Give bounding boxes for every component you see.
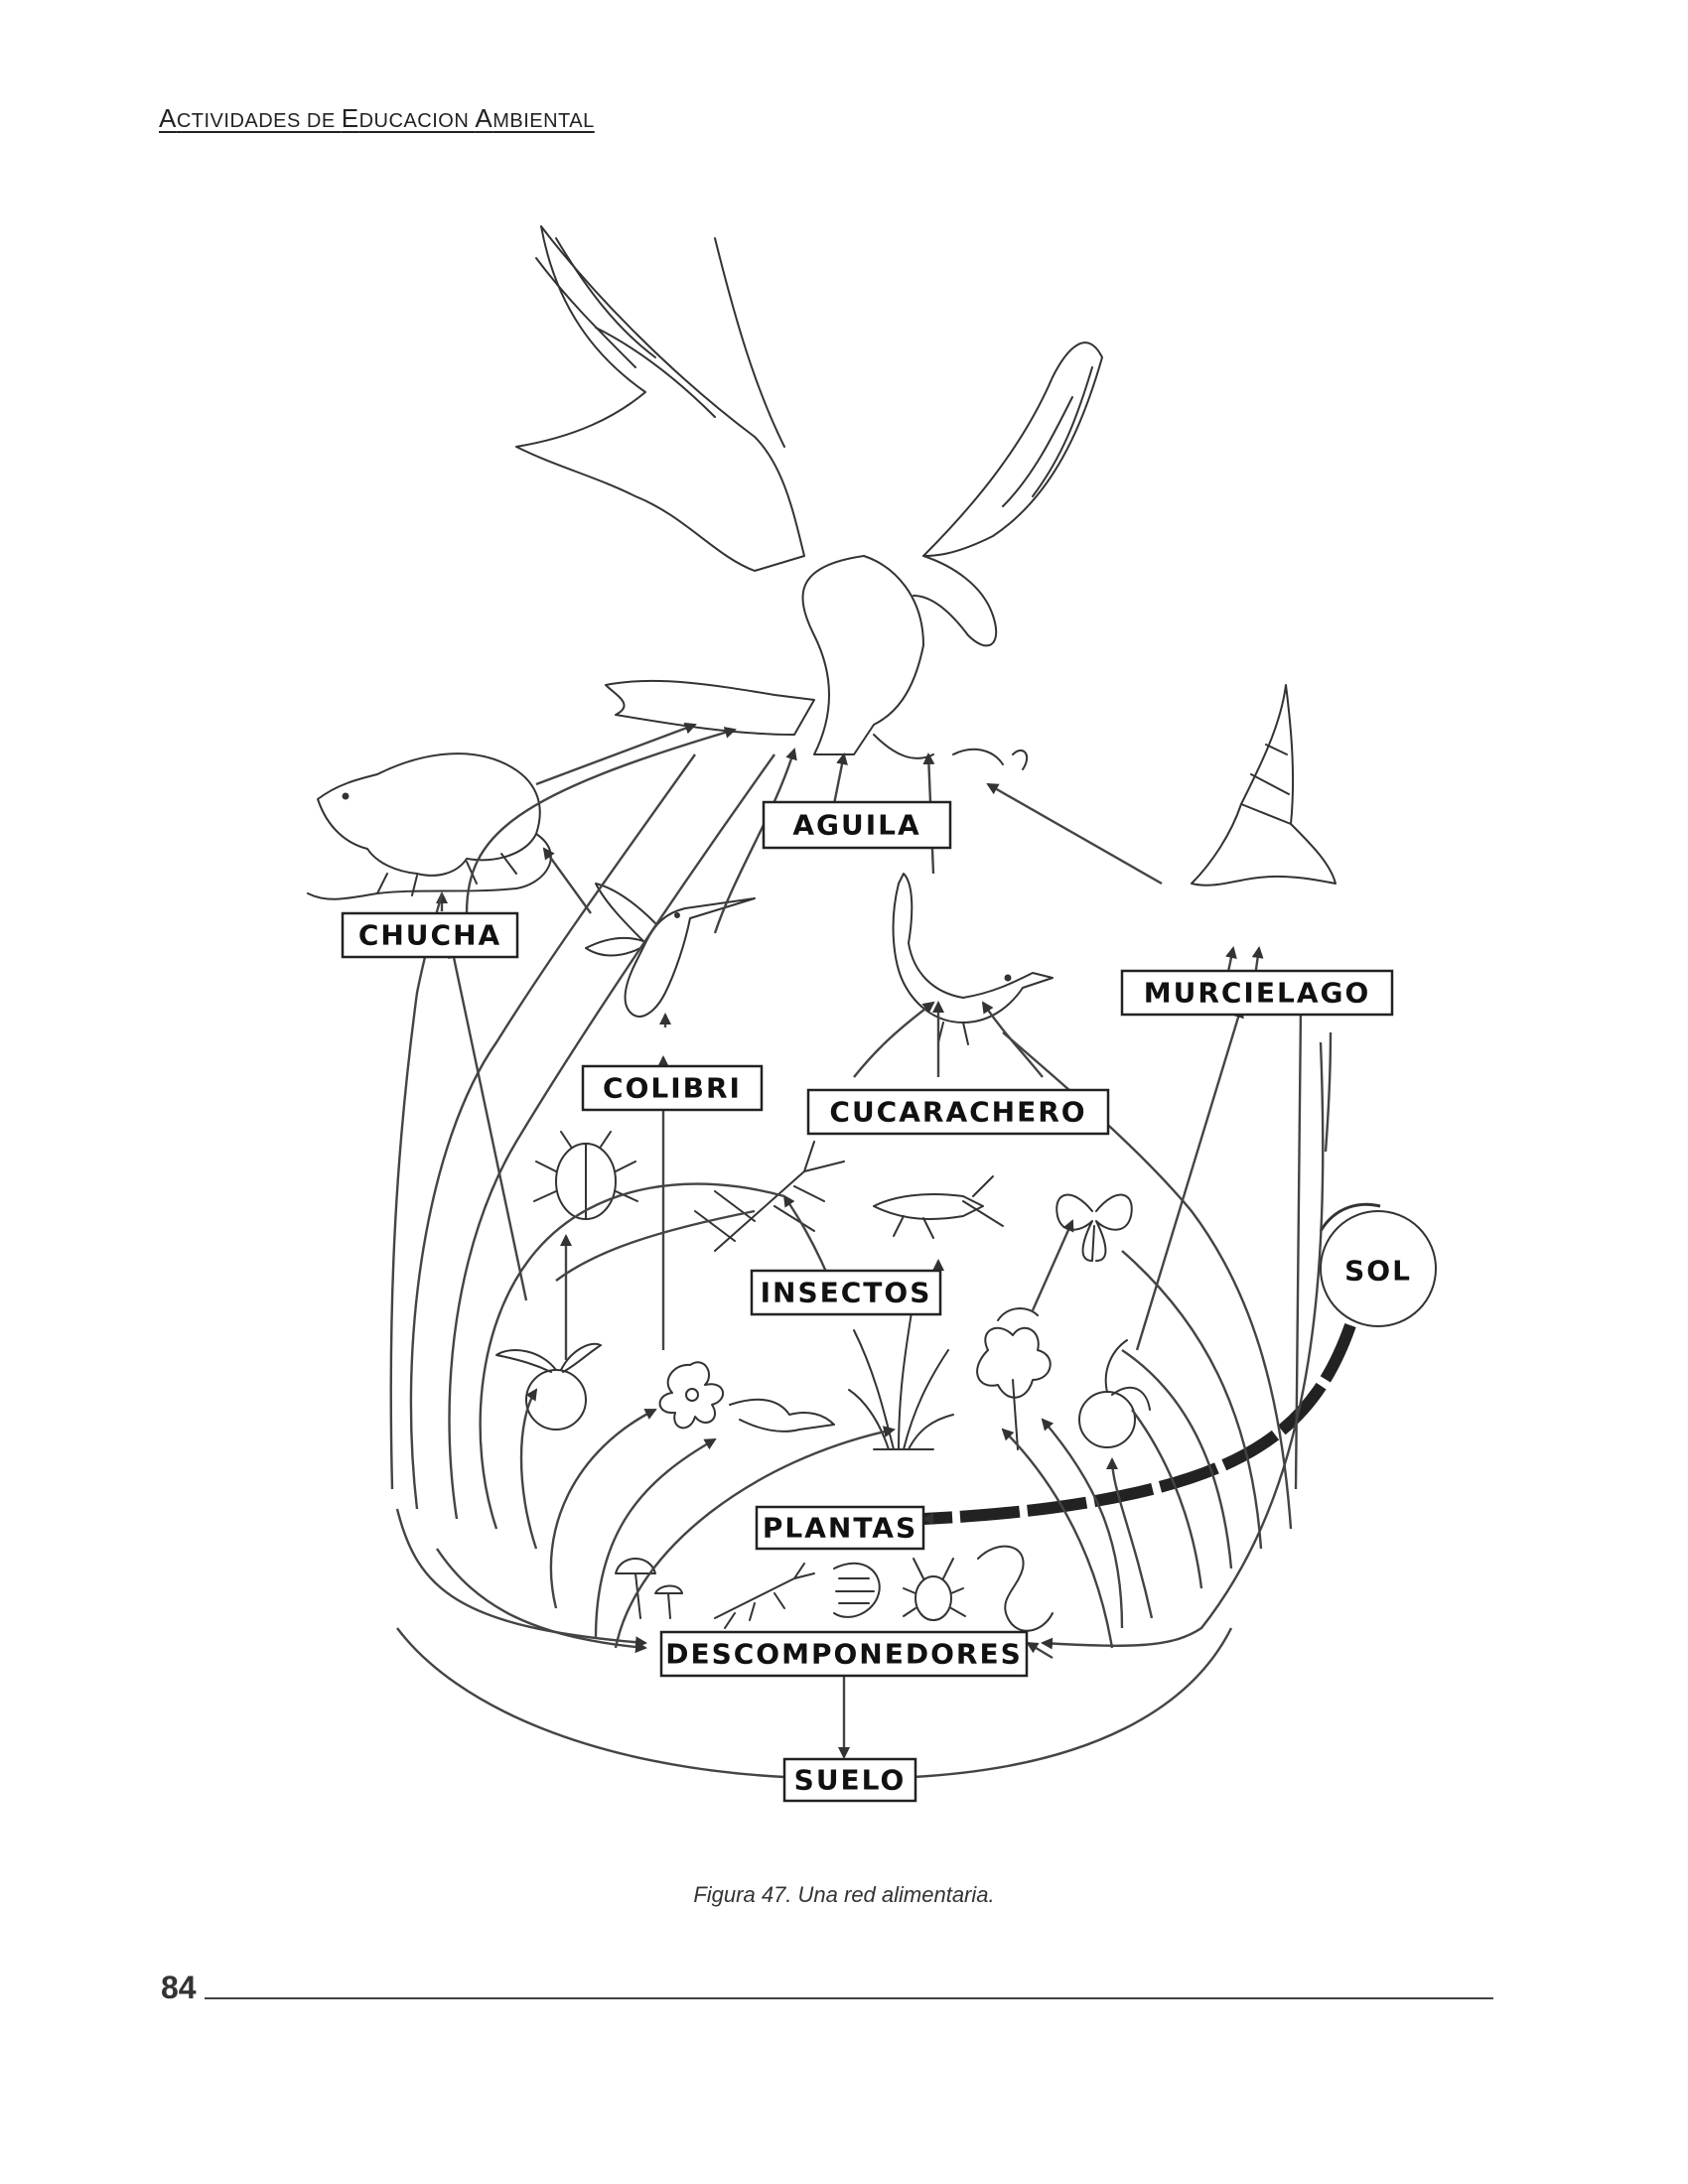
svg-text:PLANTAS: PLANTAS bbox=[763, 1512, 917, 1545]
worm-icon bbox=[977, 1545, 1054, 1632]
hibiscus-icon bbox=[976, 1307, 1052, 1450]
grasshopper-icon bbox=[873, 1175, 1004, 1239]
svg-text:MURCIELAGO: MURCIELAGO bbox=[1144, 977, 1371, 1010]
sun-energy-beam bbox=[922, 1323, 1356, 1525]
svg-text:CUCARACHERO: CUCARACHERO bbox=[829, 1096, 1086, 1129]
flower-icon bbox=[658, 1361, 835, 1433]
svg-text:INSECTOS: INSECTOS bbox=[761, 1277, 932, 1309]
label-descomponedores: DESCOMPONEDORES bbox=[659, 1630, 1029, 1678]
label-sol: SOL bbox=[1344, 1255, 1412, 1288]
label-aguila: AGUILA bbox=[762, 800, 952, 850]
label-chucha: CHUCHA bbox=[341, 911, 519, 959]
hummingbird-icon bbox=[585, 883, 756, 1018]
label-plantas: PLANTAS bbox=[755, 1505, 925, 1551]
fruit-icon bbox=[1078, 1339, 1151, 1448]
eagle-icon bbox=[515, 225, 1103, 770]
stag-beetle-icon bbox=[903, 1558, 966, 1621]
mushroom-icon bbox=[615, 1558, 683, 1619]
svg-text:SOL: SOL bbox=[1344, 1255, 1412, 1288]
page-number: 84 bbox=[161, 1970, 197, 2005]
label-colibri: COLIBRI bbox=[581, 1064, 764, 1112]
figure-caption: Figura 47. Una red alimentaria. bbox=[693, 1882, 995, 1907]
sun-icon bbox=[1319, 1202, 1437, 1327]
running-header: ACTIVIDADES DE EDUCACION AMBIENTAL bbox=[159, 103, 595, 133]
label-insectos: INSECTOS bbox=[750, 1269, 942, 1316]
svg-text:DESCOMPONEDORES: DESCOMPONEDORES bbox=[665, 1638, 1023, 1671]
label-murcielago: MURCIELAGO bbox=[1120, 969, 1394, 1017]
bat-icon bbox=[1191, 684, 1336, 887]
footer-rule bbox=[205, 1997, 1493, 1999]
food-web-arrows bbox=[389, 722, 1333, 1779]
opossum-icon bbox=[307, 752, 552, 900]
grass-icon bbox=[848, 1299, 954, 1450]
svg-text:SUELO: SUELO bbox=[794, 1764, 907, 1797]
beetle-icon bbox=[533, 1131, 638, 1220]
svg-text:CHUCHA: CHUCHA bbox=[358, 919, 501, 952]
grub-icon bbox=[833, 1562, 881, 1618]
label-suelo: SUELO bbox=[782, 1757, 917, 1803]
label-cucarachero: CUCARACHERO bbox=[806, 1088, 1110, 1136]
svg-text:AGUILA: AGUILA bbox=[792, 809, 920, 842]
larva-icon bbox=[714, 1563, 815, 1629]
fruit-icon bbox=[495, 1342, 602, 1431]
stick-insect-icon bbox=[694, 1141, 845, 1252]
wren-icon bbox=[892, 873, 1054, 1045]
butterfly-icon bbox=[1055, 1193, 1133, 1262]
svg-text:COLIBRI: COLIBRI bbox=[603, 1072, 742, 1105]
